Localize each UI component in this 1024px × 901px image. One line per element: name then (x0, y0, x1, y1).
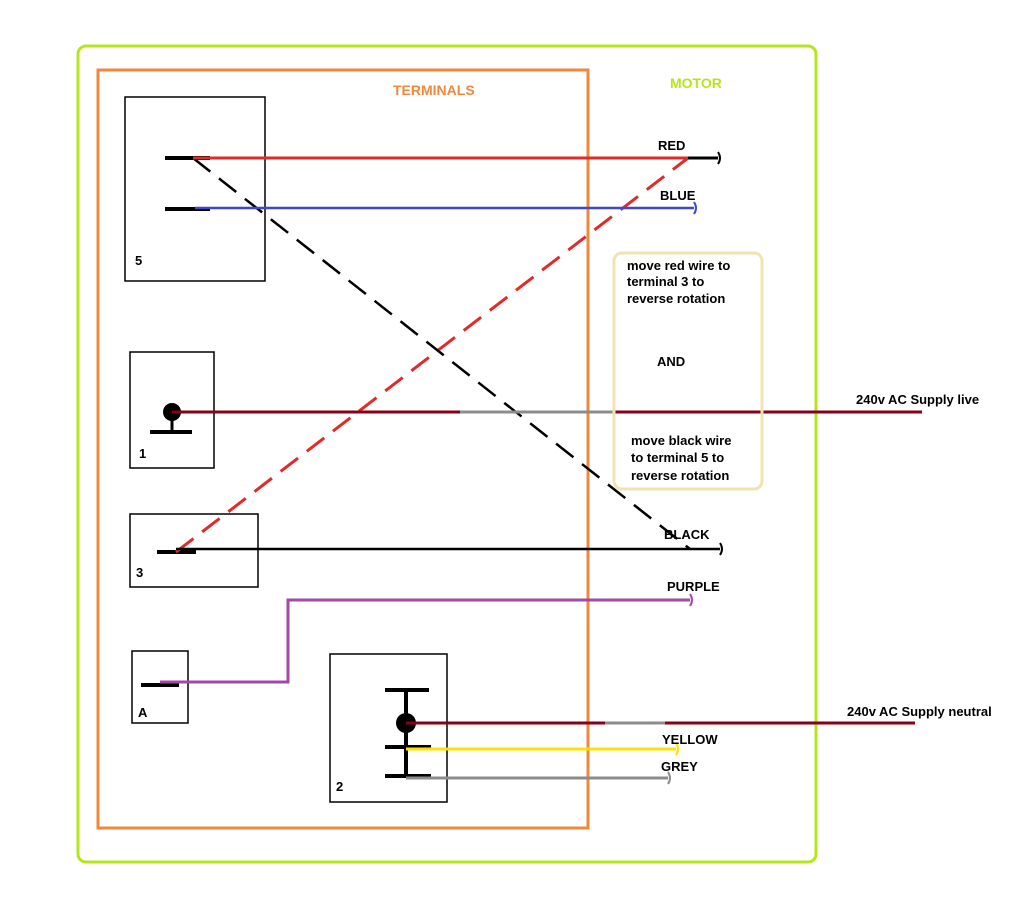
terminal-a-label: A (138, 705, 148, 720)
supply-live-label: 240v AC Supply live (856, 392, 979, 407)
terminal-5-label: 5 (135, 253, 142, 268)
note-line-2: terminal 3 to (627, 274, 704, 289)
wire-label-red: RED (658, 138, 685, 153)
wire-label-black: BLACK (664, 527, 710, 542)
supply-neutral-label: 240v AC Supply neutral (847, 704, 992, 719)
note-line-1: move red wire to (627, 258, 730, 273)
motor-box (76, 44, 818, 864)
blue-wire-terminal-hook (693, 201, 697, 215)
note-line-4: move black wire (631, 433, 731, 448)
red-wire-terminal-hook (717, 151, 721, 165)
terminal-1-label: 1 (139, 446, 146, 461)
note-line-5: to terminal 5 to (631, 450, 724, 465)
wire-label-purple: PURPLE (667, 579, 720, 594)
terminal-2-label: 2 (336, 779, 343, 794)
black-wire-terminal-hook (719, 542, 723, 556)
terminal-3-label: 3 (136, 565, 143, 580)
black-dashed-reroute (192, 157, 691, 550)
yellow-wire-terminal-hook (675, 742, 679, 756)
wire-label-grey: GREY (661, 759, 698, 774)
wire-label-yellow: YELLOW (662, 732, 718, 747)
purple-wire (160, 598, 690, 684)
red-dashed-reroute (175, 156, 689, 554)
instruction-note-box (612, 251, 764, 491)
terminals-box (96, 68, 590, 830)
terminal-5-box (124, 96, 266, 282)
wire-label-blue: BLUE (660, 188, 696, 203)
terminals-title: TERMINALS (393, 82, 475, 98)
note-and: AND (657, 354, 685, 369)
note-line-6: reverse rotation (631, 468, 729, 483)
grey-wire-terminal-hook (667, 771, 671, 785)
note-line-3: reverse rotation (627, 291, 725, 306)
purple-wire-terminal-hook (689, 593, 693, 607)
terminal-2-box (329, 653, 448, 803)
motor-title: MOTOR (670, 75, 722, 91)
